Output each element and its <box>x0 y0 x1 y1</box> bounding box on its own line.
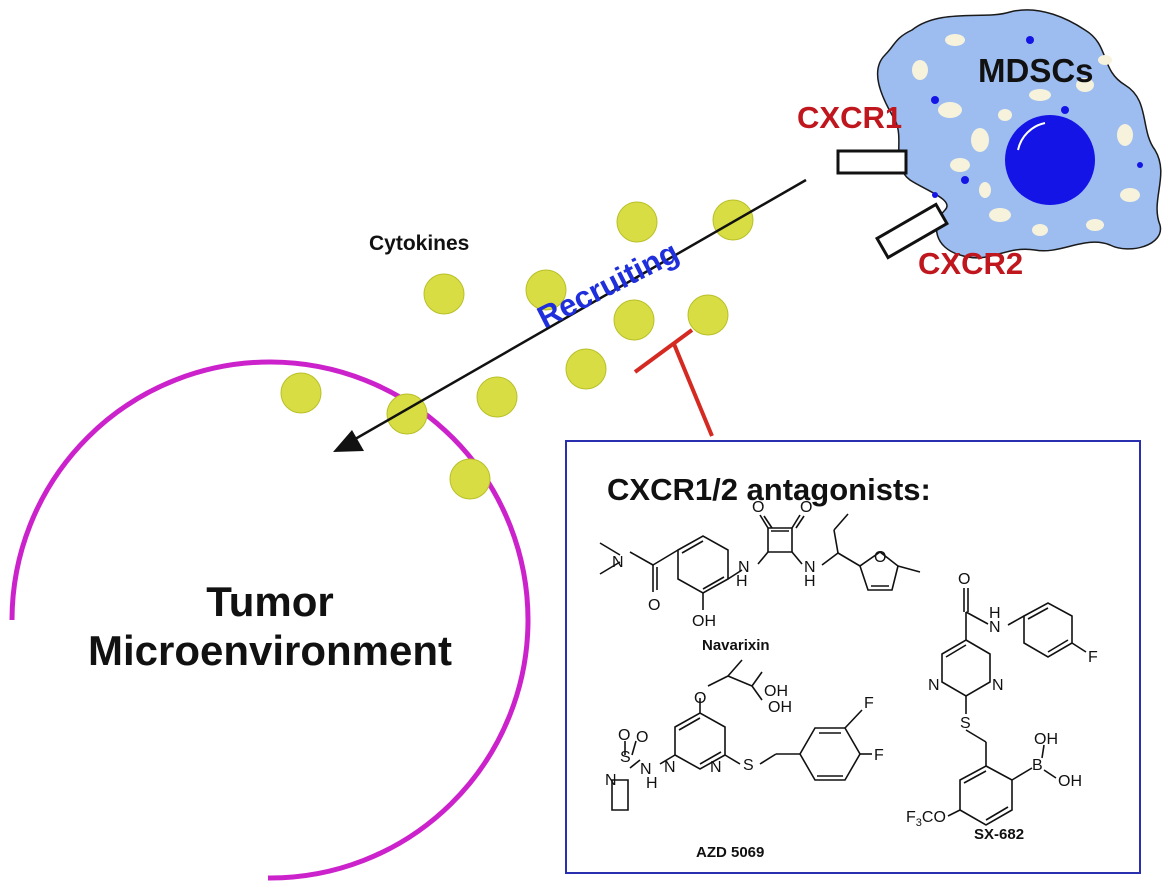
cytokine <box>712 199 754 241</box>
cytokines-label: Cytokines <box>369 232 470 255</box>
nucleus-highlight <box>1017 122 1046 151</box>
atom-label: O <box>636 729 648 746</box>
vesicle <box>950 158 970 172</box>
atom-label: N <box>664 759 676 776</box>
cytokine <box>616 201 658 243</box>
vesicle <box>1117 124 1133 146</box>
azd5069-structure <box>611 659 872 811</box>
atom-label: O <box>752 499 764 516</box>
vesicle <box>1098 55 1112 65</box>
sx682-structure <box>941 588 1087 826</box>
vesicle <box>912 60 928 80</box>
granule <box>932 192 938 198</box>
recruiting-arrow-line <box>349 178 807 444</box>
inhibitor-bar <box>633 328 694 374</box>
atom-label: N <box>738 559 750 576</box>
atom-label: S <box>620 749 631 766</box>
atom-label: N <box>804 559 816 576</box>
atom-label: S <box>743 757 754 774</box>
vesicle <box>971 128 989 152</box>
atom-label: N <box>710 759 722 776</box>
atom-label: OH <box>1058 773 1082 790</box>
atom-label: OH <box>764 683 788 700</box>
atom-label: OH <box>768 699 792 716</box>
compound-name-sx682: SX-682 <box>974 826 1025 843</box>
vesicle <box>1032 224 1048 236</box>
vesicle <box>1076 78 1094 92</box>
atom-label: OH <box>1034 731 1058 748</box>
atom-label: F <box>1088 649 1098 666</box>
cytokine <box>687 294 729 336</box>
cxcr1-receptor <box>836 149 908 175</box>
vesicle <box>945 34 965 46</box>
cxcr2-label: CXCR2 <box>918 246 1024 281</box>
granule <box>1026 36 1034 44</box>
tumor-label-line2: Microenvironment <box>87 627 453 674</box>
atom-label: O <box>648 597 660 614</box>
granule <box>961 176 969 184</box>
compound-name-azd5069: AZD 5069 <box>696 844 765 861</box>
compound-name-navarixin: Navarixin <box>702 637 770 654</box>
granule <box>1061 106 1069 114</box>
vesicle <box>1120 188 1140 202</box>
vesicle <box>979 182 991 198</box>
cytokine <box>449 458 491 500</box>
atom-label: O <box>958 571 970 588</box>
tumor-label-line1: Tumor <box>206 578 334 625</box>
atom-label: O <box>618 727 630 744</box>
cytokine <box>525 269 567 311</box>
vesicle <box>989 208 1011 222</box>
atom-label: N <box>989 619 1001 636</box>
atom-label: H <box>804 573 816 590</box>
atom-label: N <box>640 761 652 778</box>
cxcr2-receptor <box>875 202 949 260</box>
antagonists-title: CXCR1/2 antagonists: <box>607 472 931 507</box>
vesicle <box>938 102 962 118</box>
atom-label: O <box>800 499 812 516</box>
atom-label: H <box>736 573 748 590</box>
nucleus <box>1005 115 1095 205</box>
atom-label: F <box>874 747 884 764</box>
atom-label: N <box>612 554 624 571</box>
atom-label: O <box>874 549 886 566</box>
cytokine <box>280 372 322 414</box>
mdsc-cell <box>876 9 1162 259</box>
atom-label: N <box>992 677 1004 694</box>
atom-label: N <box>605 772 617 789</box>
mdsc-label: MDSCs <box>978 52 1094 89</box>
recruiting-arrow-head <box>333 430 364 452</box>
atom-label: N <box>928 677 940 694</box>
cytokine <box>613 299 655 341</box>
cytokine <box>476 376 518 418</box>
navarixin-structure <box>599 513 921 610</box>
vesicle <box>1086 219 1104 231</box>
atom-label: B <box>1032 757 1043 774</box>
vesicle <box>998 109 1012 121</box>
cxcr1-label: CXCR1 <box>797 100 903 135</box>
atom-label: H <box>646 775 658 792</box>
atom-label: H <box>989 605 1001 622</box>
atom-label: S <box>960 715 971 732</box>
atom-label: OH <box>692 613 716 630</box>
granule <box>1137 162 1143 168</box>
atom-label: O <box>694 690 706 707</box>
vesicle <box>1029 89 1051 101</box>
granule <box>931 96 939 104</box>
atom-label: F <box>864 695 874 712</box>
antagonists-panel <box>565 440 1141 874</box>
cytokine <box>565 348 607 390</box>
tumor-boundary <box>9 359 531 881</box>
inhibitor-stem <box>672 343 714 437</box>
cytokine <box>423 273 465 315</box>
cytokine-dots <box>280 199 754 500</box>
